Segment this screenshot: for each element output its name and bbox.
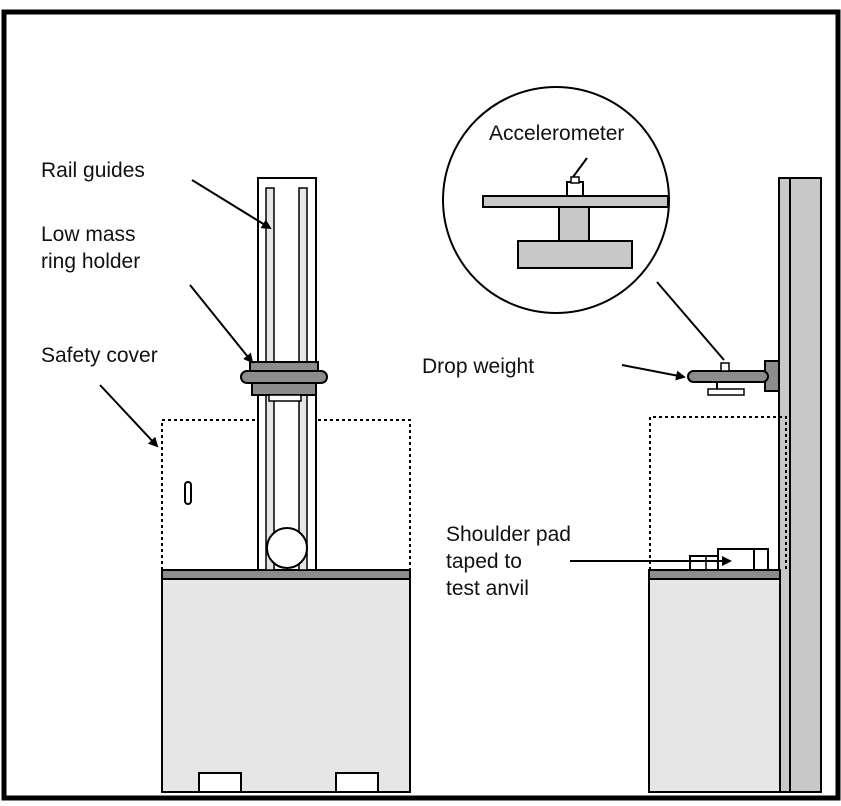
shoulder-pad-right bbox=[753, 548, 769, 571]
safety-cover-label: Safety cover bbox=[41, 344, 158, 367]
rail-guides-arrow bbox=[191, 179, 272, 230]
drop-weight-label: Drop weight bbox=[422, 355, 534, 378]
shoulder-pad-left bbox=[689, 555, 719, 571]
ring-holder-arrow bbox=[189, 284, 254, 364]
test-anvil-plate bbox=[648, 569, 781, 580]
ring-holder-lower-plate bbox=[251, 382, 317, 396]
ring-holder-impactor bbox=[268, 394, 302, 402]
impact-sphere bbox=[266, 527, 308, 569]
detail-connector-line bbox=[656, 281, 725, 361]
safety-cover-arrow bbox=[99, 384, 159, 448]
left-base-cabinet bbox=[161, 577, 411, 793]
accelerometer-label: Accelerometer bbox=[489, 122, 624, 145]
ring-holder-ring bbox=[240, 370, 328, 384]
safety-cover-handle bbox=[184, 481, 192, 505]
right-base-cabinet bbox=[648, 577, 781, 793]
drop-weight-arrow bbox=[621, 364, 686, 381]
detail-weight-base bbox=[517, 240, 633, 269]
drop-weight-accelerometer bbox=[720, 362, 730, 372]
left-apparatus: Rail guides Low mass ring holder Safety … bbox=[41, 159, 411, 793]
detail-weight-stem bbox=[558, 206, 590, 242]
detail-weight-plate bbox=[482, 195, 669, 208]
rail-guides-label: Rail guides bbox=[41, 159, 145, 182]
ring-holder-label-line2: ring holder bbox=[41, 250, 140, 273]
accelerometer-leader bbox=[572, 157, 588, 178]
safety-cover-outline bbox=[161, 419, 411, 570]
ring-holder-label-line1: Low mass bbox=[41, 223, 136, 246]
shoulder-pad-label-line1: Shoulder pad bbox=[446, 523, 571, 546]
left-base-top-plate bbox=[161, 569, 411, 580]
shoulder-pad-label-line2: taped to bbox=[446, 550, 522, 573]
shoulder-pad-label-line3: test anvil bbox=[446, 577, 529, 600]
drop-weight-body bbox=[687, 370, 769, 383]
ring-holder-upper-plate bbox=[249, 361, 319, 372]
detail-accelerometer-cap bbox=[570, 176, 580, 184]
right-base-foot bbox=[335, 772, 379, 793]
left-base-foot bbox=[198, 772, 242, 793]
drop-weight-impactor bbox=[707, 388, 745, 396]
detail-accelerometer bbox=[566, 181, 584, 197]
right-apparatus: Accelerometer Drop weight Shoulder pad t… bbox=[422, 86, 822, 793]
